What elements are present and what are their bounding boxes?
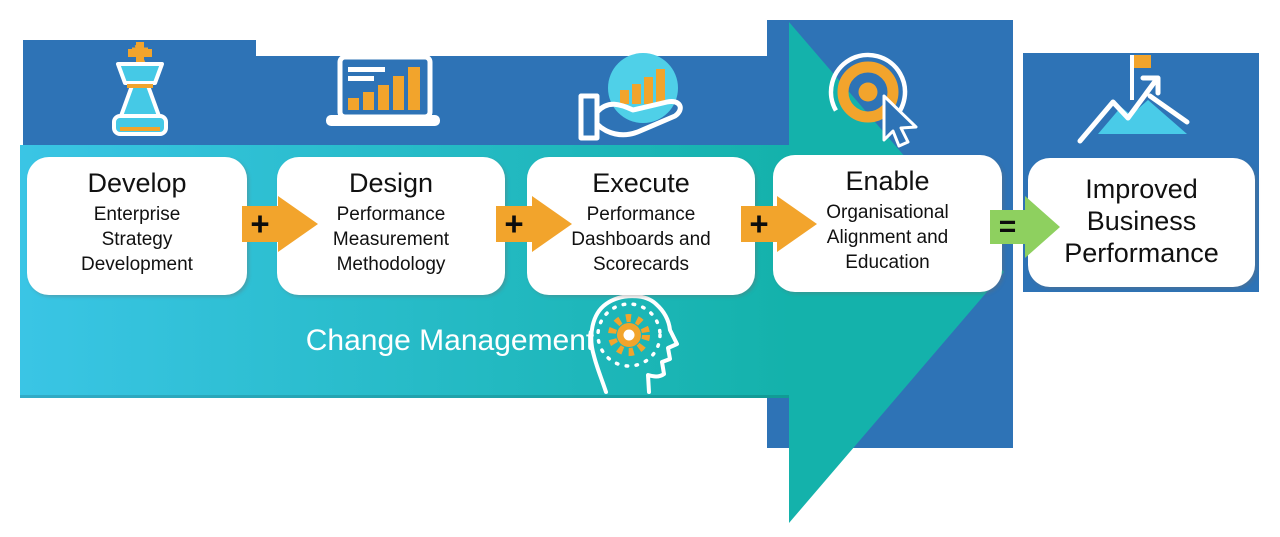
banner-middle: [200, 56, 767, 145]
develop-title: Develop: [87, 168, 187, 198]
plus-operator: +: [504, 205, 524, 242]
plus-arrow-shape: [496, 196, 572, 252]
box-develop: Develop Enterprise Strategy Development: [27, 157, 247, 295]
equals-arrow: =: [990, 196, 1060, 263]
plus-arrow-shape: [242, 196, 318, 252]
plus-arrow-2: +: [496, 196, 572, 257]
execute-description: Performance Dashboards and Scorecards: [571, 204, 711, 275]
plus-arrow-3: +: [741, 196, 817, 257]
enable-title: Enable: [845, 166, 930, 196]
plus-arrow-1: +: [242, 196, 318, 257]
design-title: Design: [348, 168, 434, 198]
enable-description: Organisational Alignment and Education: [826, 202, 949, 273]
change-management-label: Change Management: [305, 324, 595, 357]
execute-title: Execute: [592, 168, 690, 198]
plus-arrow-shape: [741, 196, 817, 252]
equals-operator: =: [998, 210, 1017, 243]
box-improved-business-performance: Improved Business Performance: [1028, 158, 1255, 287]
plus-operator: +: [250, 205, 270, 242]
develop-description: Enterprise Strategy Development: [81, 204, 193, 275]
plus-operator: +: [749, 205, 769, 242]
equals-arrow-shape: [990, 196, 1060, 258]
result-title: Improved Business Performance: [1064, 174, 1219, 268]
design-description: Performance Measurement Methodology: [332, 204, 450, 275]
